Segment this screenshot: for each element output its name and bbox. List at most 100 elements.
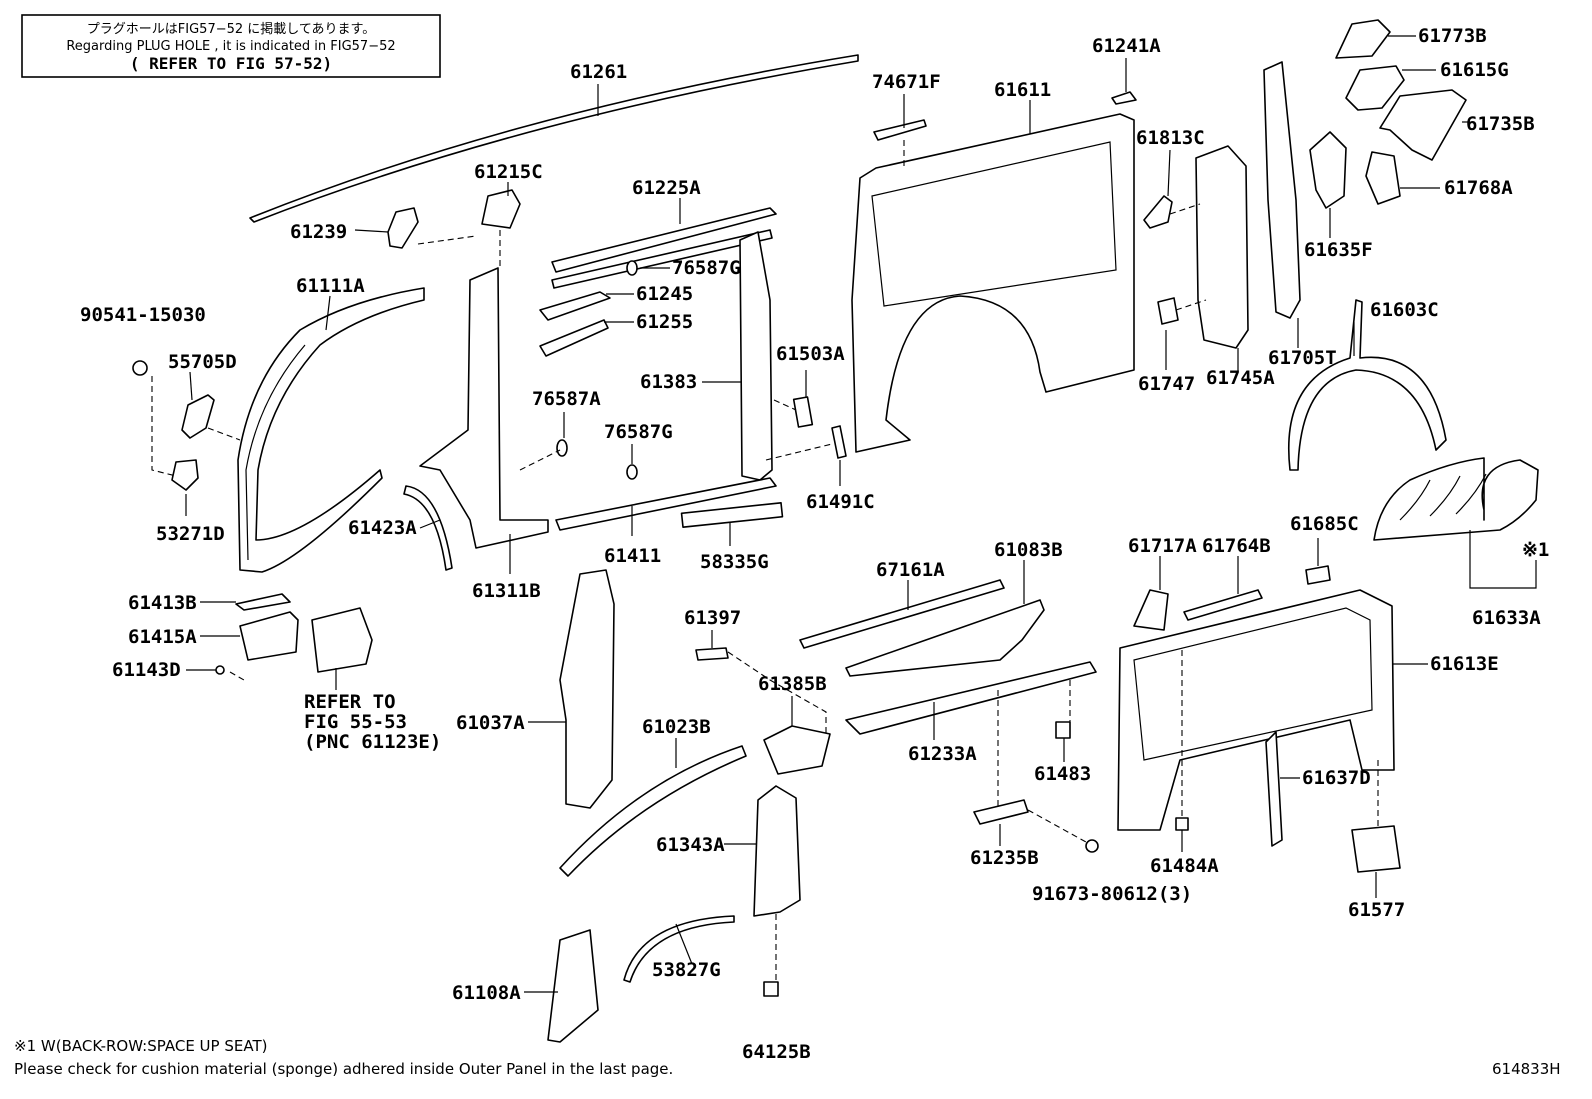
label-53271d: 53271D [156,523,225,545]
label-61685c: 61685C [1290,513,1359,535]
label-61705t: 61705T [1268,347,1337,369]
label-61235b: 61235B [970,847,1039,869]
bracket-61413b [235,593,291,611]
note-line-refer: ( REFER TO FIG 57-52) [130,54,332,73]
pillar-61383 [739,231,773,481]
label-61413b: 61413B [128,592,197,614]
leader-lines [185,35,1537,993]
label-61383: 61383 [640,371,697,393]
bracket-61615g [1345,65,1405,111]
part-shapes [132,19,1539,1043]
center-pillar-61037a [559,569,615,809]
cover-61633a [1373,457,1539,541]
label-61143d: 61143D [112,659,181,681]
label-refer-pnc: (PNC 61123E) [304,731,441,753]
arch-61423a [403,485,453,571]
rail-61764b [1183,589,1263,621]
rail-61083b [845,599,1045,677]
pillar-61343a [753,785,801,917]
rear-pillar-61705t [1263,61,1301,319]
label-61261: 61261 [570,61,627,83]
label-61747: 61747 [1138,373,1195,395]
label-61735b: 61735B [1466,113,1535,135]
bolt-90541 [132,360,148,376]
clip-61143d [215,665,225,675]
label-61397: 61397 [684,607,741,629]
label-61239: 61239 [290,221,347,243]
roof-rail-strip [249,54,859,223]
bracket-61241a [1111,91,1137,105]
fuel-lid-reference [311,607,373,673]
dashed-links [151,140,1379,982]
pillar-61108a [547,929,599,1043]
inner-panel-61613e [1117,589,1395,831]
label-74671f: 74671F [872,71,941,93]
bracket-61747 [1157,297,1179,325]
label-61343a: 61343A [656,834,725,856]
bracket-61768a [1365,151,1401,205]
label-76587a: 76587A [532,388,601,410]
bracket-61685c [1305,565,1331,585]
plug-76587g-a [626,260,638,276]
footer: ※1 W(BACK-ROW:SPACE UP SEAT) Please chec… [14,1037,1561,1078]
label-61503a: 61503A [776,343,845,365]
bracket-61255 [539,319,609,357]
label-61255: 61255 [636,311,693,333]
label-61245: 61245 [636,283,693,305]
label-61483: 61483 [1034,763,1091,785]
label-61311b: 61311B [472,580,541,602]
label-55705d: 55705D [168,351,237,373]
quarter-window [871,141,1117,307]
label-76587g-a: 76587G [672,257,741,279]
note-box: プラグホールはFIG57−52 に掲載してあります。 Regarding PLU… [21,14,441,78]
label-61577: 61577 [1348,899,1405,921]
rear-pillar-61745a [1195,145,1249,349]
footnote-ref1: ※1 W(BACK-ROW:SPACE UP SEAT) [14,1037,267,1055]
moulding-53827g [623,915,735,983]
sill-61411 [555,477,777,531]
bracket-61483 [1055,721,1071,739]
note-line-en: Regarding PLUG HOLE , it is indicated in… [66,39,395,54]
label-64125b: 64125B [742,1041,811,1063]
label-refer-fig: FIG 55-53 [304,711,407,733]
roof-rail-inner-2 [551,229,773,289]
label-61215c: 61215C [474,161,543,183]
label-61108a: 61108A [452,982,521,1004]
label-61225a: 61225A [632,177,701,199]
bracket-61637d [1265,731,1283,847]
label-53827g: 53827G [652,959,721,981]
label-ref1: ※1 [1522,539,1549,561]
bracket-53271d [171,459,199,491]
part-labels: 61261 61215C 61225A 61239 61111A 90541-1… [80,25,1549,1063]
label-90541-15030: 90541-15030 [80,304,206,326]
bracket-61245 [539,291,611,321]
bracket-61215c [481,189,521,229]
label-refer-to: REFER TO [304,691,396,713]
bracket-61397 [695,647,729,661]
label-76587g-b: 76587G [604,421,673,443]
bracket-61415a [239,611,299,661]
rail-67161a [799,579,1005,649]
bracket-55705d [181,394,215,439]
label-61385b: 61385B [758,673,827,695]
clip-61484a [1175,817,1189,831]
label-61717a: 61717A [1128,535,1197,557]
label-61764b: 61764B [1202,535,1271,557]
bracket-61813c [1143,195,1173,229]
label-61745a: 61745A [1206,367,1275,389]
label-61415a: 61415A [128,626,197,648]
label-61773b: 61773B [1418,25,1487,47]
label-61023b: 61023B [642,716,711,738]
label-61813c: 61813C [1136,127,1205,149]
label-61423a: 61423A [348,517,417,539]
label-61233a: 61233A [908,743,977,765]
roof-rail-inner [551,207,777,273]
label-61603c: 61603C [1370,299,1439,321]
label-61491c: 61491C [806,491,875,513]
bracket-61239 [387,207,419,249]
bracket-61735b [1379,89,1467,161]
quarter-panel-61611 [851,113,1135,453]
label-61083b: 61083B [994,539,1063,561]
label-61411: 61411 [604,545,661,567]
